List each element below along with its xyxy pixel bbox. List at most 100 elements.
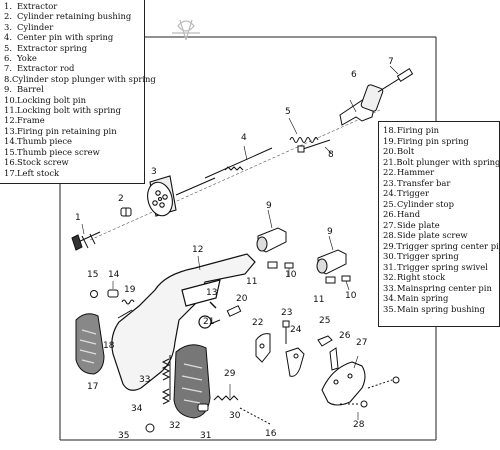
- callout-9b: 9: [327, 227, 333, 237]
- legend-item: 27.Side plate: [383, 219, 440, 230]
- callout-7: 7: [388, 57, 394, 67]
- part-extractor-rod: [377, 65, 414, 93]
- part-trigger-spring: [197, 384, 239, 412]
- legend-item: 29.Trigger spring center pin: [383, 240, 500, 251]
- callout-32: 32: [169, 421, 181, 431]
- part-cylinder: [147, 175, 216, 217]
- legend-item: 1.Extractor: [4, 1, 58, 11]
- legend-item: 34.Main spring: [383, 293, 449, 303]
- part-retaining-bushing: [120, 207, 132, 217]
- legend-item: 10.Locking bolt pin: [4, 94, 87, 105]
- callout-33: 33: [139, 375, 151, 385]
- part-center-pin: [204, 145, 273, 179]
- callout-29: 29: [224, 369, 236, 379]
- part-transfer-bar: [282, 320, 290, 344]
- callout-10b: 10: [345, 291, 357, 301]
- legend-item: 6.Yoke: [4, 53, 37, 64]
- part-extractor: [71, 231, 101, 251]
- part-hammer: [255, 333, 271, 363]
- part-right-stock: [173, 344, 211, 419]
- callout-26: 26: [339, 331, 351, 341]
- callout-11b: 11: [313, 295, 325, 305]
- callout-10a: 10: [285, 270, 297, 280]
- callout-22: 22: [252, 318, 264, 328]
- part-bolt: [209, 305, 242, 325]
- callout-21: 21: [203, 317, 215, 327]
- callout-3: 3: [151, 167, 157, 177]
- legend-item: 16.Stock screw: [4, 157, 69, 168]
- part-extractor-spring: [288, 117, 319, 143]
- legend-item: 8.Cylinder stop plunger with spring: [4, 73, 156, 84]
- callout-6: 6: [351, 70, 357, 80]
- callout-12: 12: [192, 245, 204, 255]
- legend-item: 35.Main spring bushing: [383, 303, 485, 314]
- legend-item: 15.Thumb piece screw: [4, 146, 100, 157]
- callout-4: 4: [241, 133, 247, 143]
- legend-item: 9.Barrel: [4, 84, 44, 95]
- legend-item: 28.Side plate screw: [383, 230, 468, 240]
- assembly-axis-line: [89, 109, 381, 241]
- callout-1: 1: [75, 213, 81, 223]
- legend-item: 26.Hand: [383, 209, 421, 219]
- callout-24: 24: [290, 325, 302, 335]
- callout-20: 20: [236, 294, 248, 304]
- legend-item: 24.Trigger: [383, 188, 429, 198]
- part-side-plate: [321, 355, 366, 406]
- callout-5: 5: [285, 107, 291, 117]
- callout-19: 19: [124, 285, 136, 295]
- legend-item: 20.Bolt: [383, 146, 415, 156]
- legend-item: 22.Hammer: [383, 167, 435, 177]
- part-locking-bolt-pins: [267, 261, 351, 291]
- callout-15: 15: [87, 270, 99, 280]
- callout-2: 2: [118, 194, 124, 204]
- legend-item: 25.Cylinder stop: [383, 198, 454, 209]
- part-frame: [111, 253, 256, 391]
- callout-35: 35: [118, 431, 130, 441]
- part-stock-screw: [239, 407, 271, 425]
- part-hand: [329, 347, 339, 371]
- part-firing-pin: [117, 299, 135, 319]
- legend-item: 33.Mainspring center pin: [383, 282, 492, 293]
- part-thumb-piece: [90, 281, 119, 298]
- callout-30: 30: [229, 411, 241, 421]
- part-trigger: [285, 347, 305, 377]
- legend-item: 31.Trigger spring swivel: [383, 261, 488, 272]
- callout-31: 31: [200, 431, 212, 441]
- callout-11a: 11: [246, 277, 258, 287]
- callout-14: 14: [108, 270, 120, 280]
- legend-item: 3.Cylinder: [4, 21, 54, 32]
- part-cylinder-stop-plunger: [297, 139, 332, 154]
- legend-item: 18.Firing pin: [383, 125, 440, 135]
- callout-8: 8: [328, 150, 334, 160]
- part-yoke: [339, 84, 384, 126]
- part-barrel-long: [256, 209, 287, 253]
- callout-17: 17: [87, 382, 99, 392]
- callout-34: 34: [131, 404, 143, 414]
- callout-16: 16: [265, 429, 277, 439]
- part-cylinder-stop: [317, 335, 333, 347]
- callout-13: 13: [206, 288, 218, 298]
- legend-item: 12.Frame: [4, 115, 45, 126]
- callout-25: 25: [319, 316, 331, 326]
- parts-legend-right: 18.Firing pin 19.Firing pin spring 20.Bo…: [378, 121, 500, 327]
- legend-item: 14.Thumb piece: [4, 136, 72, 147]
- legend-item: 30.Trigger spring: [383, 251, 459, 261]
- legend-item: 19.Firing pin spring: [383, 135, 469, 146]
- legend-item: 11.Locking bolt with spring: [4, 105, 121, 116]
- parts-legend-left: 1.Extractor 2.Cylinder retaining bushing…: [0, 0, 156, 184]
- part-barrel-short: [316, 235, 347, 275]
- part-left-stock: [75, 313, 105, 375]
- legend-item: 32.Right stock: [383, 272, 446, 282]
- legend-item: 21.Bolt plunger with spring: [383, 156, 500, 167]
- legend-item: 23.Transfer bar: [383, 177, 451, 188]
- part-retaining-pin: [209, 301, 217, 309]
- part-mainspring: [145, 355, 171, 433]
- callout-9a: 9: [266, 201, 272, 211]
- legend-item: 13.Firing pin retaining pin: [4, 125, 117, 136]
- callout-18: 18: [103, 341, 115, 351]
- callout-27: 27: [356, 338, 368, 348]
- callout-28: 28: [353, 420, 365, 430]
- part-side-plate-screws: [340, 376, 400, 420]
